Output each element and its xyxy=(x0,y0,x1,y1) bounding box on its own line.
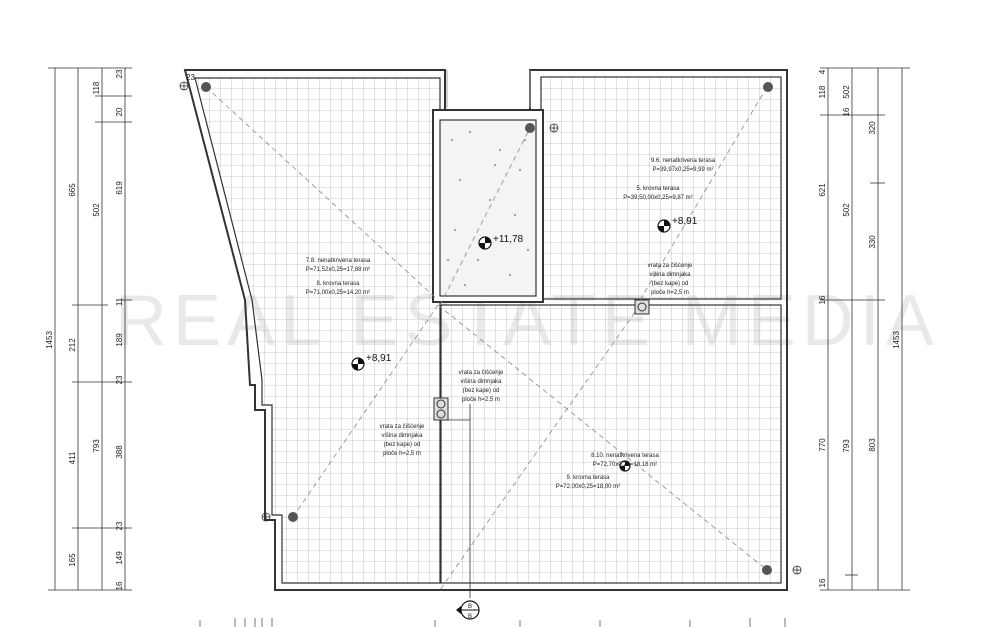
survey-crosses xyxy=(179,81,802,575)
svg-text:621: 621 xyxy=(818,183,827,197)
elevation-marker-bottom xyxy=(619,460,631,472)
svg-text:770: 770 xyxy=(818,438,827,452)
svg-text:ploče h=2,5 m: ploče h=2,5 m xyxy=(462,397,500,403)
svg-text:502: 502 xyxy=(842,203,851,217)
svg-text:ploče h=2,5 m: ploče h=2,5 m xyxy=(651,290,689,296)
svg-text:20: 20 xyxy=(115,107,124,116)
svg-text:vrata za čišćenje: vrata za čišćenje xyxy=(380,424,425,430)
central-gravel-inner xyxy=(439,119,537,297)
left-dimension-labels: 1453 665 212 411 165 118 502 793 20 619 … xyxy=(45,69,124,590)
elevation-right-label: +8,91 xyxy=(672,216,698,227)
svg-text:189: 189 xyxy=(115,333,124,347)
svg-text:23: 23 xyxy=(115,375,124,384)
right-top-terrace-tiles xyxy=(540,76,782,300)
elevation-marker-left: +8,91 xyxy=(351,353,392,371)
chimney-note-left: vrata za čišćenje višina dimnjaka (bez k… xyxy=(380,424,425,457)
svg-text:(bez kape) od: (bez kape) od xyxy=(384,442,421,448)
svg-text:502: 502 xyxy=(842,85,851,99)
svg-text:P=72,00x0,25=18,00 m²: P=72,00x0,25=18,00 m² xyxy=(556,484,620,490)
svg-text:619: 619 xyxy=(115,181,124,195)
drain-points xyxy=(201,82,773,575)
svg-text:P=72,70x0,25=18,18 m²: P=72,70x0,25=18,18 m² xyxy=(593,462,657,468)
svg-text:1453: 1453 xyxy=(45,331,54,349)
svg-text:P=39,97x0,25=9,99 m²: P=39,97x0,25=9,99 m² xyxy=(652,167,713,173)
svg-text:118: 118 xyxy=(92,81,101,94)
svg-text:165: 165 xyxy=(68,553,77,567)
svg-text:B: B xyxy=(468,614,472,620)
elevation-center-label: +11,78 xyxy=(493,234,524,245)
svg-text:P=71,52x0,25=17,88 m²: P=71,52x0,25=17,88 m² xyxy=(306,267,370,273)
svg-text:(bez kape) od: (bez kape) od xyxy=(463,388,500,394)
svg-text:793: 793 xyxy=(842,439,851,453)
svg-text:B: B xyxy=(468,604,472,610)
elevation-left-label: +8,91 xyxy=(366,353,392,364)
svg-text:16: 16 xyxy=(818,295,827,304)
svg-text:16: 16 xyxy=(818,578,827,587)
svg-text:vrata za čišćenje: vrata za čišćenje xyxy=(459,370,504,376)
section-marker: B B xyxy=(456,600,480,620)
elevation-marker-right: +8,91 xyxy=(657,216,698,233)
svg-text:16: 16 xyxy=(842,107,851,116)
chimney-note-center: vrata za čišćenje višina dimnjaka (bez k… xyxy=(459,370,504,403)
svg-text:793: 793 xyxy=(92,439,101,453)
svg-text:višina dimnjaka: višina dimnjaka xyxy=(381,433,423,439)
svg-text:665: 665 xyxy=(68,183,77,197)
svg-text:149: 149 xyxy=(115,551,124,565)
svg-text:320: 320 xyxy=(868,121,877,135)
bottom-partial-lines xyxy=(199,618,786,627)
svg-text:višina dimnjaka: višina dimnjaka xyxy=(460,379,502,385)
svg-text:11: 11 xyxy=(115,297,124,306)
right-bottom-terrace-label: 8.10. nenatkrivena terasa P=72,70x0,25=1… xyxy=(556,453,660,490)
svg-text:5. krovna terasa: 5. krovna terasa xyxy=(636,186,680,192)
top-notch xyxy=(446,70,531,108)
slope-lines xyxy=(205,86,768,591)
gravel-dots xyxy=(447,131,529,286)
chimney-left xyxy=(433,397,449,421)
svg-text:330: 330 xyxy=(868,235,877,249)
svg-text:P=39,50,00x0,25=9,87 m²: P=39,50,00x0,25=9,87 m² xyxy=(623,195,692,201)
svg-text:803: 803 xyxy=(868,438,877,452)
svg-text:8.10. nenatkrivena terasa: 8.10. nenatkrivena terasa xyxy=(591,453,659,459)
svg-text:vrata za čišćenje: vrata za čišćenje xyxy=(648,263,693,269)
right-bottom-terrace-tiles xyxy=(440,304,782,584)
right-dimension-lines xyxy=(820,67,910,591)
svg-text:9.6. nenatkrivena terasa: 9.6. nenatkrivena terasa xyxy=(651,158,716,164)
svg-text:(bez kape) od: (bez kape) od xyxy=(652,281,689,287)
right-dimension-labels: 4 16 16 16 118 621 770 502 502 793 320 3… xyxy=(818,69,901,587)
svg-text:23: 23 xyxy=(115,69,124,78)
svg-text:ploče h=2,5 m: ploče h=2,5 m xyxy=(383,451,421,457)
svg-text:P=71,00x0,25=14,20 m²: P=71,00x0,25=14,20 m² xyxy=(306,290,370,296)
svg-text:23: 23 xyxy=(115,521,124,530)
svg-text:502: 502 xyxy=(92,203,101,217)
svg-text:9. krovna terasa: 9. krovna terasa xyxy=(566,475,610,481)
chimney-note-right: vrata za čišćenje višina dimnjaka (bez k… xyxy=(648,263,693,296)
svg-text:8. krovna terasa: 8. krovna terasa xyxy=(316,281,360,287)
svg-text:411: 411 xyxy=(68,451,77,464)
svg-text:16: 16 xyxy=(115,581,124,590)
svg-text:1453: 1453 xyxy=(892,331,901,349)
svg-text:višina dimnjaka: višina dimnjaka xyxy=(649,272,691,278)
svg-text:118: 118 xyxy=(818,85,827,98)
elevation-marker-center: +11,78 xyxy=(478,234,524,250)
left-dimension-lines xyxy=(48,67,132,591)
svg-text:212: 212 xyxy=(68,338,77,352)
corner-dim: 23 xyxy=(186,73,195,82)
left-terrace-label: 7.8. nenatkrivena terasa P=71,52x0,25=17… xyxy=(306,258,371,296)
svg-text:7.8. nenatkrivena terasa: 7.8. nenatkrivena terasa xyxy=(306,258,371,264)
svg-text:4: 4 xyxy=(818,69,827,74)
right-top-terrace-label: 9.6. nenatkrivena terasa P=39,97x0,25=9,… xyxy=(623,158,716,201)
chimney-right xyxy=(634,299,650,315)
svg-text:388: 388 xyxy=(115,445,124,459)
